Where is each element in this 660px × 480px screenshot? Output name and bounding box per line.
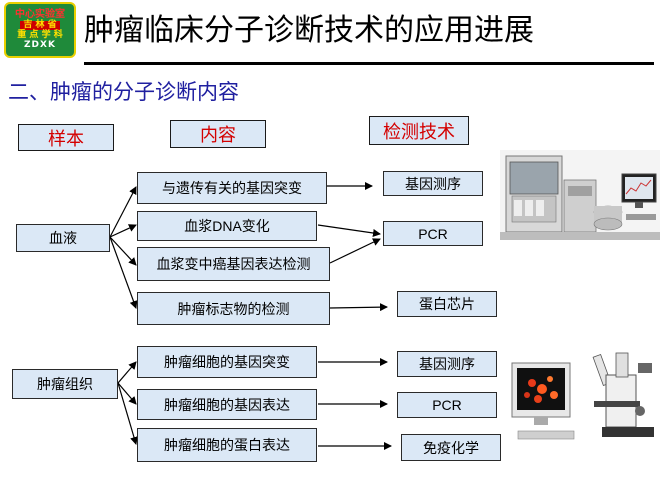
column-header-sample: 样本 — [18, 124, 114, 151]
arrow-item-3-to-pcr — [329, 238, 381, 264]
arrow-blood-to-item-1 — [109, 186, 137, 238]
sample-tumor-tissue: 肿瘤组织 — [12, 369, 118, 399]
content-tissue-item-2: 肿瘤细胞的基因表达 — [137, 389, 317, 420]
method-protein-chip: 蛋白芯片 — [397, 291, 497, 317]
sample-blood: 血液 — [16, 224, 110, 252]
logo-line-2: 吉 林 省 — [20, 21, 60, 30]
content-tissue-item-1: 肿瘤细胞的基因突变 — [137, 346, 317, 378]
arrow-item-4-to-chip — [329, 303, 388, 312]
arrow-item-2-to-pcr — [317, 224, 381, 237]
arrow-blood-to-item-4 — [109, 236, 138, 309]
content-tissue-item-3: 肿瘤细胞的蛋白表达 — [137, 428, 317, 462]
method-sequencing-blood: 基因测序 — [383, 171, 483, 196]
logo-line-3: 重 点 学 科 — [17, 30, 63, 40]
arrow-tissue-to-item-2 — [117, 382, 137, 405]
arrow-blood-to-item-3 — [109, 236, 137, 266]
logo-line-4: ZDXK — [24, 40, 56, 50]
method-pcr-blood: PCR — [383, 221, 483, 246]
content-blood-item-2: 血浆DNA变化 — [137, 211, 317, 241]
arrow-blood-to-item-2 — [109, 224, 137, 238]
column-header-content: 内容 — [170, 120, 266, 148]
arrow-tissue-to-item-1 — [117, 361, 137, 384]
content-blood-item-4: 肿瘤标志物的检测 — [137, 292, 330, 325]
title-divider — [84, 62, 654, 65]
lab-logo: 中心实验室 吉 林 省 重 点 学 科 ZDXK — [4, 2, 76, 58]
logo-line-1: 中心实验室 — [15, 9, 65, 20]
page-title: 肿瘤临床分子诊断技术的应用进展 — [84, 13, 534, 48]
microscope-workstation-image — [510, 345, 660, 445]
content-blood-item-3: 血浆变中癌基因表达检测 — [137, 247, 330, 281]
sequencer-instrument-image — [500, 150, 660, 240]
section-subtitle: 二、肿瘤的分子诊断内容 — [8, 80, 239, 104]
arrow-tissue-to-item-3 — [117, 382, 138, 445]
method-immunochemistry: 免疫化学 — [401, 434, 501, 461]
method-sequencing-tissue: 基因测序 — [397, 351, 497, 377]
method-pcr-tissue: PCR — [397, 392, 497, 418]
content-blood-item-1: 与遗传有关的基因突变 — [137, 172, 327, 204]
column-header-method: 检测技术 — [369, 116, 469, 145]
